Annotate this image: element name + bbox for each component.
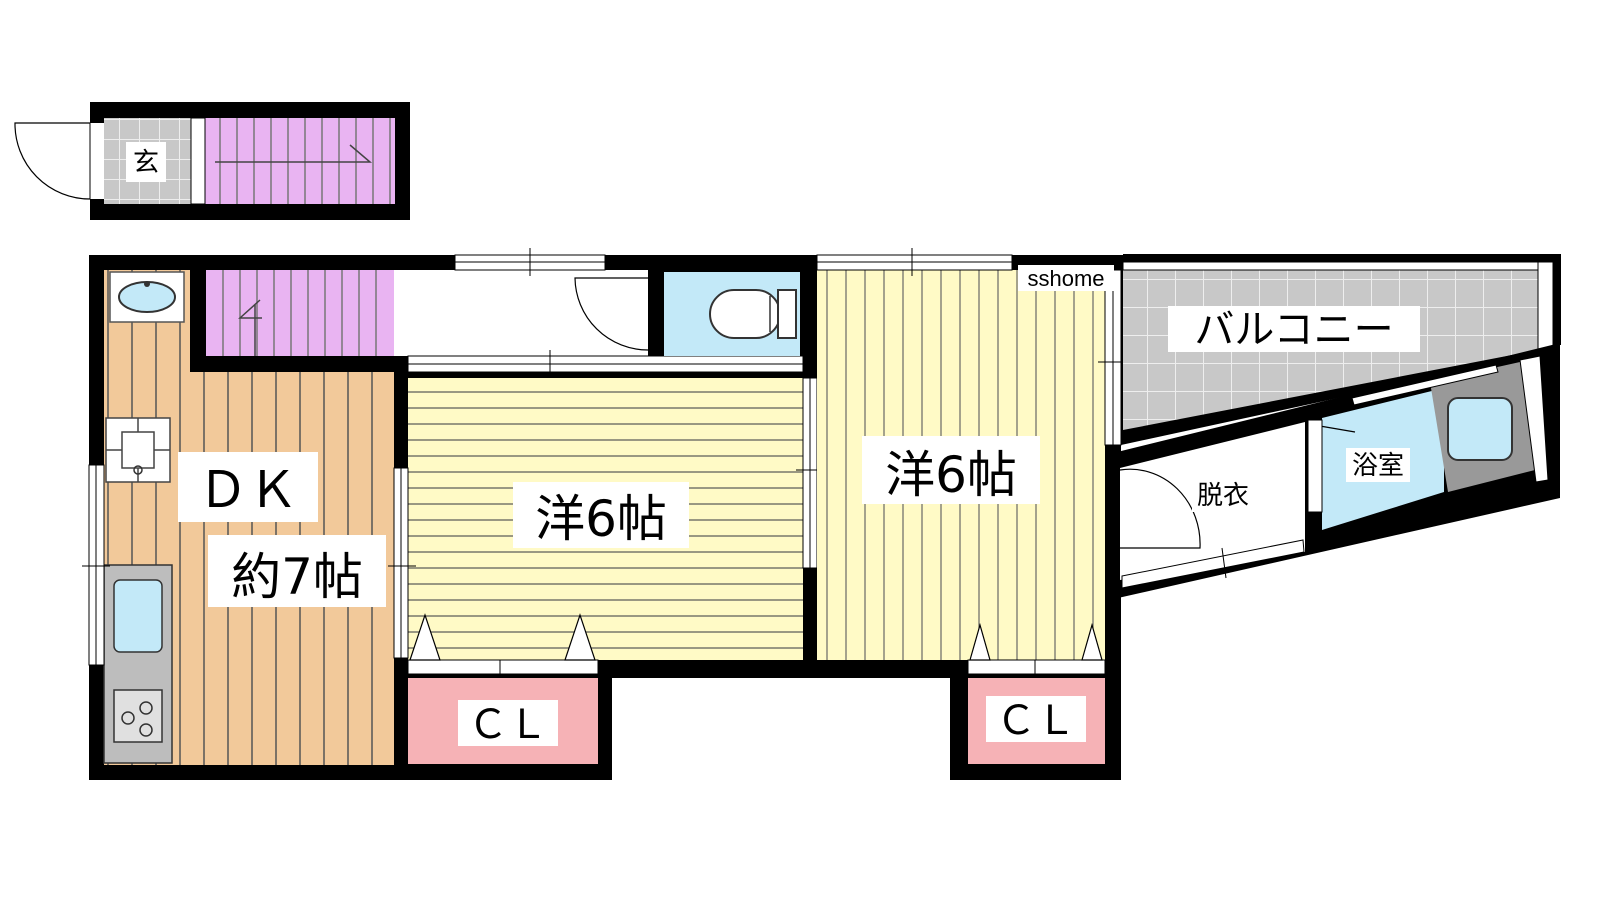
washbasin — [109, 271, 185, 323]
toilet — [664, 272, 800, 356]
dressing-room-label: 脱衣 — [1197, 481, 1249, 511]
watermark: sshome — [1027, 266, 1104, 291]
dk-label: ＤＫ — [198, 461, 298, 519]
dk-size-label: 約7帖 — [231, 548, 363, 606]
western-room-center-label: 洋6帖 — [535, 490, 667, 548]
closet-left-label: ＣＬ — [468, 702, 548, 748]
entrance-block: 玄 — [14, 102, 410, 220]
kitchen-counter — [103, 564, 173, 764]
balcony-label: バルコニー — [1194, 307, 1393, 353]
entrance-label: 玄 — [133, 148, 159, 178]
closet-right-label: ＣＬ — [996, 698, 1076, 744]
hallway — [408, 270, 648, 356]
stairs — [190, 270, 408, 372]
bathroom-label: 浴室 — [1352, 451, 1404, 481]
refrigerator-icon — [105, 417, 171, 483]
western-room-right-label: 洋6帖 — [885, 446, 1017, 504]
